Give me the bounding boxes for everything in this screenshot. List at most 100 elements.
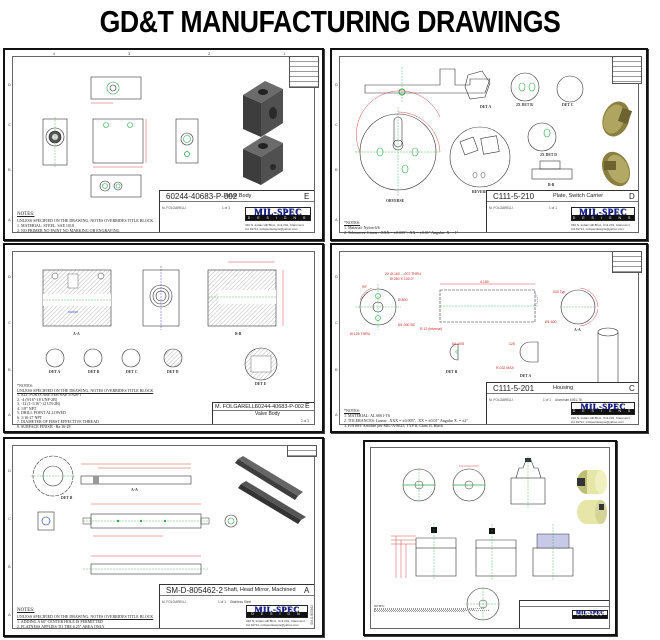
dimension-callout: Ø1.000 BC [398,323,416,327]
view-label: DET B [61,496,73,500]
drawing-border: D C B A [8,445,317,629]
zone-label: D [8,82,11,87]
part-name: Shaft, Head Mirror, Machined [224,587,296,593]
orthographic-views [355,283,619,387]
zone-label: B [335,167,338,172]
dimension-callout: 2X Ø.160 ⌴.007 THRU [385,272,422,276]
page-title: GD&T MANUFACTURING DRAWINGS [99,4,561,39]
view-label: A-A [73,332,80,336]
part-name: Plate, Switch Carrier [553,193,604,199]
view-label: 2X DET B [516,103,533,107]
view-label: DET B [88,370,100,374]
zone-label: B [8,564,11,569]
zone-label: D [8,274,11,279]
view-label: B-B [235,332,242,336]
zone-label: C [8,122,11,127]
drawn-by: M. FOLGARELLI [489,206,514,210]
orthographic-views [31,455,238,575]
view-label: DET D [167,370,179,374]
revision-table [287,445,317,457]
title-block: SM-D-805462-2 Shaft, Head Mirror, Machin… [159,584,314,628]
zone-label: B [8,167,11,172]
zone-label: 2 [208,51,211,56]
drawing-number: 60244-40683-P-002 [166,192,238,201]
part-name: Valve Body [255,411,280,417]
dimension-callout: Ø1.600 [545,320,557,324]
note-line [374,609,474,610]
note-line [374,608,484,609]
revision-table [289,56,319,88]
drawing-number: 60244-40683-P-002 [255,404,304,410]
dimension-callout: Ø.250 X 100.0° [390,277,414,281]
zone-label: A [335,217,338,222]
sheet-number: 1 of 1 [549,206,557,210]
drawing-number: SM-D-805462-2 [166,586,223,595]
drawn-by: M. FOLGARELLI [489,398,514,402]
mil-spec-logo: MIL-SPEC D E S I G N S [245,207,311,221]
title-block: C111-5-201 Housing C M. FOLGARELLI 1 of … [486,382,638,424]
drawing-notes: *NOTES: 1. Material: Nylon 6/6 2. Tolera… [344,220,459,235]
isometric-part-render [601,101,633,187]
isometric-part-render [577,470,607,524]
drawing-panel-valve-body-sheet-2[interactable]: D C B A [3,243,324,433]
drawing-border: NOTES: MIL-SPEC D E S I G N S [370,447,610,629]
zone-label: D [335,82,338,87]
zone-label: C [335,320,338,325]
drawing-panel-switch-carrier[interactable]: D C B A [330,48,648,241]
note-line [374,611,464,612]
view-label: B-B [548,183,555,187]
drawing-panel-shaft[interactable]: D C B A [3,437,324,637]
drawing-border: D C B A [335,251,642,428]
revision-letter: A [304,586,310,595]
drawing-panel-housing[interactable]: D C B A [330,243,648,433]
material: Stainless Steel [230,600,252,604]
note-line [374,610,489,611]
drawn-by: M. FOLGARELLI [215,404,257,410]
drawing-border: D C B A [8,251,315,428]
zone-label: B [8,367,11,372]
dimension-callout: 90° [362,285,368,289]
view-label: DET A [480,105,492,109]
drawing-notes: NOTES: [374,605,489,612]
part-name: Housing [553,385,574,391]
drawing-notes: *NOTES: UNLESS SPECIFIED ON THE DRAWING,… [17,383,154,429]
title-block: M. FOLGARELLI 60244-40683-P-002 Valve Bo… [212,402,314,424]
orthographic-views [391,456,574,621]
view-label: A-A [131,488,138,492]
mil-spec-logo: MIL-SPEC D E S I G N S [571,207,635,221]
zone-label: A [8,217,11,222]
isometric-part-render [235,456,306,524]
mil-spec-logo: MIL-SPEC D E S I G N S [572,610,608,619]
zone-label: A [335,412,338,417]
isometric-part-render [243,81,283,185]
view-label: DET A [520,374,532,378]
title-block: C111-5-210 Plate, Switch Carrier D M. FO… [486,190,638,232]
view-label: DET C [126,370,138,374]
title-block: 60244-40683-P-002 Valve Body E M. FOLGAR… [159,190,314,232]
revision-table [612,56,642,84]
view-label: DET B [446,370,458,374]
view-label: OBVERSE [386,199,405,203]
drawing-number: C111-5-210 [493,192,535,201]
view-label: DET C [562,103,574,107]
sheet-number: 2 of 3 [301,419,309,423]
dimension-callout: .030 Typ [552,290,566,294]
drawing-panel-assembly[interactable]: NOTES: MIL-SPEC D E S I G N S [363,440,617,636]
dimension-callout: R.12 (internal) [420,327,443,331]
zone-label: C [335,122,338,127]
drawing-panel-valve-body-sheet-1[interactable]: 4 3 2 1 D C B A [3,48,324,241]
drawing-number: C111-5-201 [493,384,535,393]
dimension-callout: Ø.500 [398,298,408,302]
zone-label: 3 [128,51,131,56]
side-drawing-number: SM-D-805462 [310,605,314,625]
dimension-callout: R.032 MAX [496,366,514,370]
drawing-border: 4 3 2 1 D C B A [8,51,319,233]
drawn-by: M. FOLGARELLI [162,600,187,604]
section-views [42,261,284,381]
mil-spec-logo: MIL-SPEC D E S I G N S [571,401,635,415]
view-label: DET E [255,382,267,386]
view-label: DET A [49,370,61,374]
revision-letter: D [629,192,635,201]
material: Aluminum 6061-T6 [555,398,582,402]
zone-label: D [8,468,11,473]
